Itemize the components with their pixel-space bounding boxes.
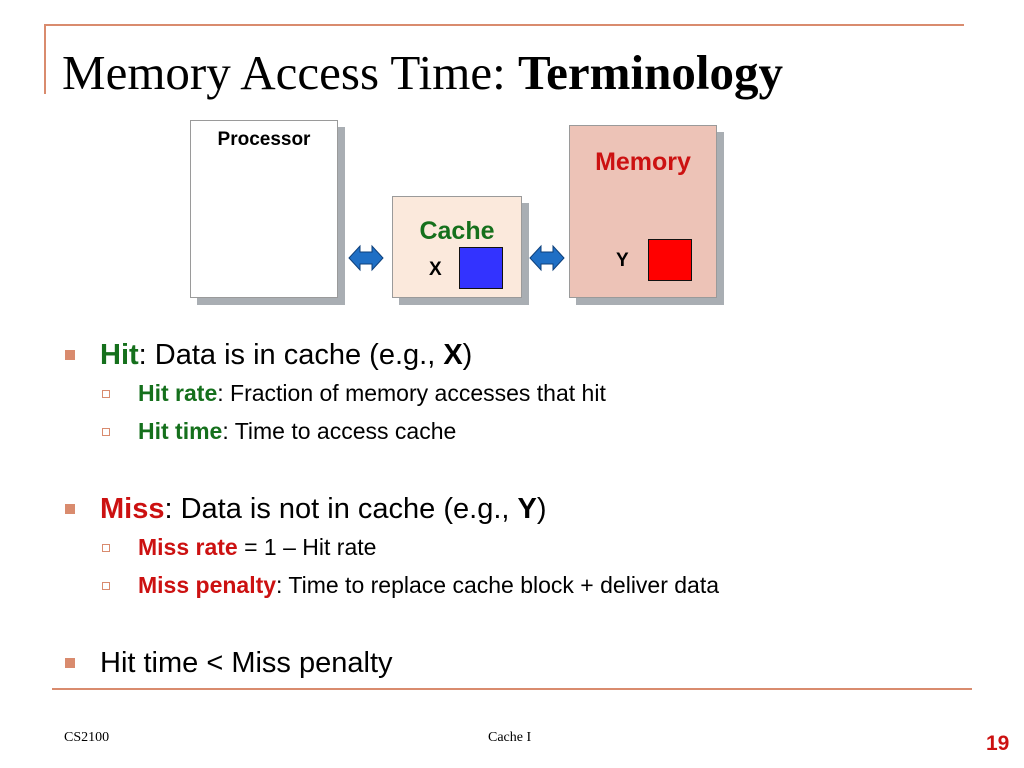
bullet-miss-penalty: Miss penalty: Time to replace cache bloc… <box>62 566 719 604</box>
memory-label: Memory <box>595 148 691 176</box>
processor-label: Processor <box>217 129 311 150</box>
miss-example: Y <box>517 493 537 525</box>
square-bullet-icon <box>65 504 75 514</box>
hit-close: ) <box>462 339 473 371</box>
miss-close: ) <box>536 493 547 525</box>
hollow-square-bullet-icon <box>102 428 110 436</box>
title-bold: Terminology <box>517 45 783 100</box>
bullet-miss: Miss: Data is not in cache (e.g., Y) <box>62 490 719 528</box>
miss-text: : Data is not in cache (e.g., <box>164 493 518 525</box>
page-number: 19 <box>986 732 1010 755</box>
square-bullet-icon <box>65 658 75 668</box>
square-bullet-icon <box>65 350 75 360</box>
bullet-hit-rate: Hit rate: Fraction of memory accesses th… <box>62 374 719 412</box>
hit-example: X <box>443 339 463 371</box>
bullet-summary: Hit time < Miss penalty <box>62 644 719 682</box>
slide-title: Memory Access Time: Terminology <box>62 44 783 101</box>
hit-rate-text: : Fraction of memory accesses that hit <box>217 380 606 406</box>
cache-block-x <box>459 247 503 289</box>
memory-block-y <box>648 239 692 281</box>
bullet-hit: Hit: Data is in cache (e.g., X) <box>62 336 719 374</box>
miss-penalty-text: : Time to replace cache block + deliver … <box>276 572 720 598</box>
miss-term: Miss <box>100 493 165 525</box>
title-frame-top-line <box>44 24 964 26</box>
footer-course: CS2100 <box>64 730 110 745</box>
hit-text: : Data is in cache (e.g., <box>138 339 444 371</box>
hit-rate-term: Hit rate <box>138 380 218 406</box>
miss-penalty-term: Miss penalty <box>138 572 277 598</box>
cache-box: Cache X <box>392 196 522 298</box>
hit-time-text: : Time to access cache <box>222 418 457 444</box>
title-normal: Memory Access Time: <box>62 45 518 100</box>
cache-item-label: X <box>429 259 442 280</box>
processor-box: Processor <box>190 120 338 298</box>
bullet-list: Hit: Data is in cache (e.g., X) Hit rate… <box>62 336 719 682</box>
miss-rate-term: Miss rate <box>138 534 238 560</box>
memory-item-label: Y <box>616 250 629 271</box>
hit-term: Hit <box>100 339 139 371</box>
bullet-miss-rate: Miss rate = 1 – Hit rate <box>62 528 719 566</box>
cache-label: Cache <box>419 217 495 245</box>
processor-cache-arrow-icon <box>348 244 384 272</box>
cache-memory-arrow-icon <box>529 244 565 272</box>
memory-box: Memory Y <box>569 125 717 298</box>
summary-text: Hit time < Miss penalty <box>100 647 393 679</box>
title-frame-left-line <box>44 24 46 94</box>
footer-topic: Cache I <box>488 730 532 745</box>
miss-rate-text: = 1 – Hit rate <box>237 534 377 560</box>
bullet-hit-time: Hit time: Time to access cache <box>62 412 719 450</box>
hollow-square-bullet-icon <box>102 390 110 398</box>
hit-time-term: Hit time <box>138 418 223 444</box>
hollow-square-bullet-icon <box>102 582 110 590</box>
footer-divider <box>52 688 972 690</box>
hollow-square-bullet-icon <box>102 544 110 552</box>
